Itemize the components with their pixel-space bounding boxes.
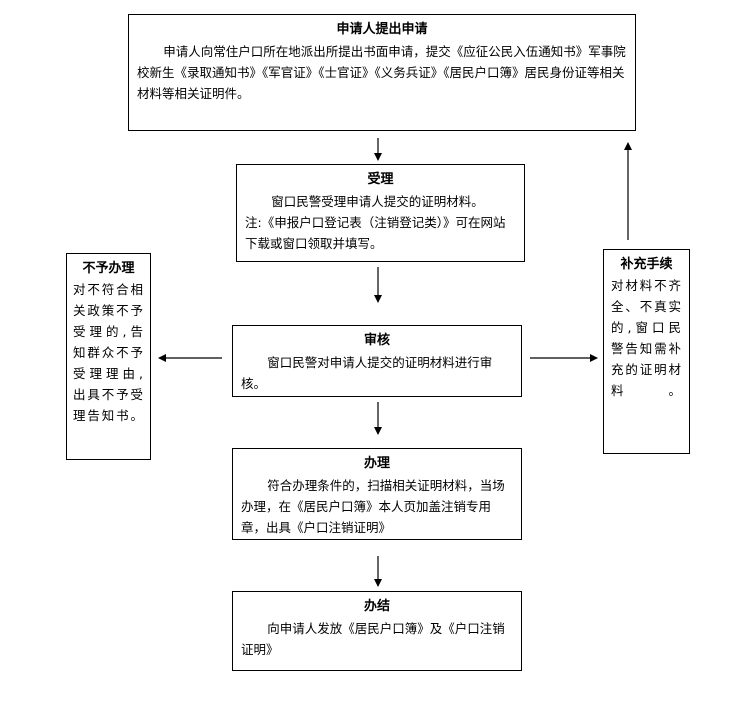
step-process-title: 办理 bbox=[363, 456, 390, 471]
step-process-box: 办理 符合办理条件的，扫描相关证明材料，当场办理，在《居民户口簿》本人页加盖注销… bbox=[232, 448, 522, 540]
branch-reject-box: 不予办理 对不符合相关政策不予受理的,告知群众不予受理理由,出具不予受理告知书。 bbox=[66, 253, 151, 460]
branch-reject-text: 对不符合相关政策不予受理的,告知群众不予受理理由,出具不予受理告知书。 bbox=[73, 282, 144, 423]
step-finish-text: 向申请人发放《居民户口簿》及《户口注销证明》 bbox=[241, 621, 505, 657]
step-accept-note: 注:《申报户口登记表（注销登记类）》可在网站下载或窗口领取并填写。 bbox=[245, 215, 506, 251]
step-process-text: 符合办理条件的，扫描相关证明材料，当场办理，在《居民户口簿》本人页加盖注销专用章… bbox=[241, 478, 505, 535]
step-review-text: 窗口民警对申请人提交的证明材料进行审核。 bbox=[241, 355, 493, 391]
step-finish-box: 办结 向申请人发放《居民户口簿》及《户口注销证明》 bbox=[232, 591, 522, 671]
step-accept-text: 窗口民警受理申请人提交的证明材料。 bbox=[271, 194, 484, 209]
step-accept-title: 受理 bbox=[367, 172, 394, 187]
step-review-box: 审核 窗口民警对申请人提交的证明材料进行审核。 bbox=[232, 325, 522, 397]
step-apply-box: 申请人提出申请 申请人向常住户口所在地派出所提出书面申请，提交《应征公民入伍通知… bbox=[128, 14, 636, 131]
step-apply-title: 申请人提出申请 bbox=[336, 22, 428, 37]
branch-supplement-box: 补充手续 对材料不齐全、不真实的,窗口民警告知需补充的证明材料。 bbox=[603, 249, 690, 454]
branch-reject-title: 不予办理 bbox=[82, 261, 135, 276]
step-apply-text: 申请人向常住户口所在地派出所提出书面申请，提交《应征公民入伍通知书》军事院校新生… bbox=[137, 44, 626, 101]
branch-supplement-title: 补充手续 bbox=[620, 257, 673, 272]
step-finish-title: 办结 bbox=[363, 599, 390, 614]
step-accept-box: 受理 窗口民警受理申请人提交的证明材料。 注:《申报户口登记表（注销登记类）》可… bbox=[236, 164, 525, 262]
step-review-title: 审核 bbox=[363, 333, 390, 348]
branch-supplement-text: 对材料不齐全、不真实的,窗口民警告知需补充的证明材料。 bbox=[611, 278, 682, 398]
